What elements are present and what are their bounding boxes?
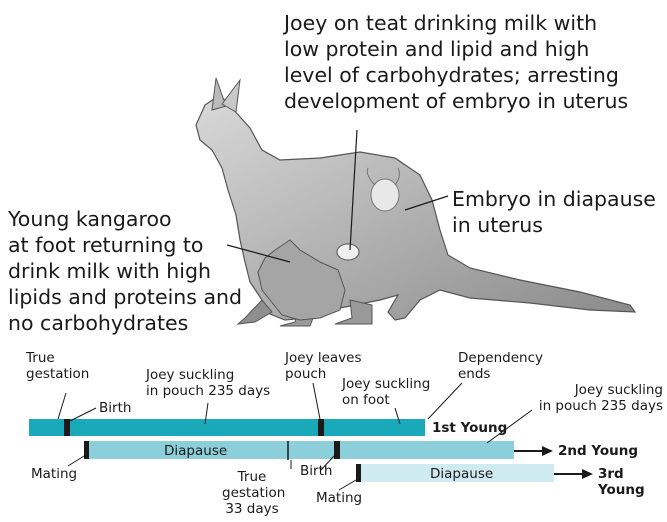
marker-mating-2 [356,464,361,482]
label-joey-suckling-pouch-1: Joey suckling in pouch 235 days [146,367,270,399]
annotation-young-at-foot: Young kangaroo at foot returning to drin… [8,206,242,336]
label-birth-2: Birth [300,463,332,479]
arrow-icon [542,446,553,456]
bar-row2 [84,441,514,459]
label-diapause-2: Diapause [430,466,493,482]
label-birth-1: Birth [99,400,131,416]
label-mating-1: Mating [31,466,77,482]
label-joey-suckling-foot: Joey suckling on foot [342,376,430,408]
annotation-joey-on-teat: Joey on teat drinking milk with low prot… [284,10,628,114]
label-true-gestation: True gestation [26,350,89,382]
uterus [371,179,399,211]
marker-mating-1 [84,441,89,459]
marker-birth-1 [64,419,70,436]
label-true-gestation-33: True gestation 33 days [222,469,282,517]
label-mating-2: Mating [316,490,362,506]
row-label-3rd-young: 3rd Young [598,466,645,498]
arrow-icon-2 [582,469,593,479]
label-diapause-1: Diapause [164,443,227,459]
label-dependency-ends: Dependency ends [458,350,543,382]
annotation-embryo-diapause: Embryo in diapause in uterus [452,186,656,238]
label-joey-suckling-pouch-2: Joey suckling in pouch 235 days [503,382,663,414]
bar-row1 [29,419,425,436]
row-label-2nd-young: 2nd Young [558,443,638,459]
marker-birth-2 [334,441,340,459]
marker-leaves-pouch [318,419,324,436]
pouch-joey [337,244,359,260]
row-label-1st-young: 1st Young [432,420,507,436]
